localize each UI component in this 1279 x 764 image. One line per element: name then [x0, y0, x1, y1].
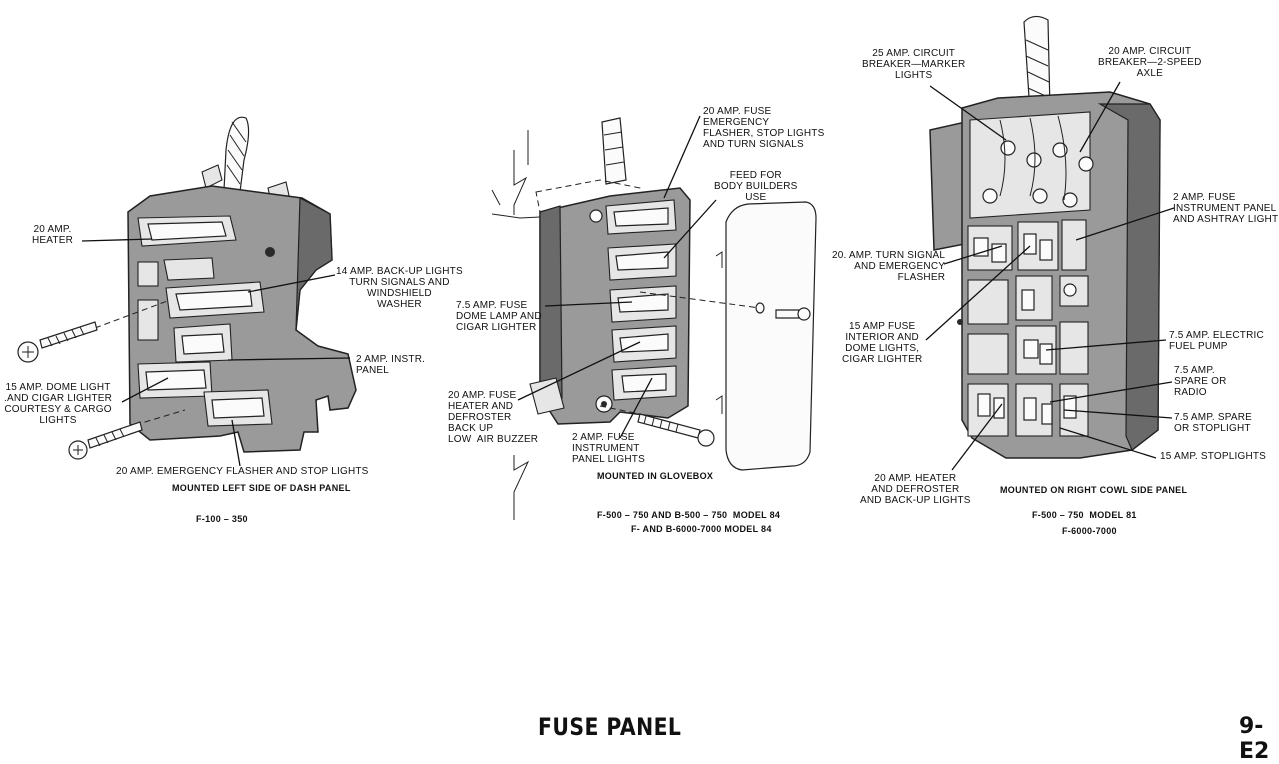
left-leader-lines — [81, 238, 351, 467]
middle-leader-lines — [517, 115, 717, 439]
middle-heater-label: 20 AMP. FUSE HEATER AND DEFROSTER BACK U… — [448, 390, 539, 445]
right-ashtray-label: 2 AMP. FUSE INSTRUMENT PANEL AND ASHTRAY… — [1173, 192, 1279, 225]
left-model-caption: F-100 – 350 — [196, 514, 248, 524]
right-mount-caption: MOUNTED ON RIGHT COWL SIDE PANEL — [1000, 485, 1188, 495]
left-dome-label: 15 AMP. DOME LIGHT .AND CIGAR LIGHTER CO… — [4, 382, 113, 426]
middle-fuse-block — [491, 117, 817, 520]
left-fuse-block — [17, 116, 357, 460]
right-fuel-label: 7.5 AMP. ELECTRIC FUEL PUMP — [1169, 330, 1264, 352]
right-model-caption-2: F-6000-7000 — [1062, 526, 1117, 536]
page-number: 9-E2 — [1239, 714, 1270, 764]
right-spare-stop-label: 7.5 AMP. SPARE OR STOPLIGHT — [1174, 412, 1253, 434]
right-model-caption-1: F-500 – 750 MODEL 81 — [1032, 510, 1137, 520]
middle-instrument-label: 2 AMP. FUSE INSTRUMENT PANEL LIGHTS — [572, 432, 645, 465]
middle-model-caption-2: F- AND B-6000-7000 MODEL 84 — [631, 524, 772, 534]
left-backup-label: 14 AMP. BACK-UP LIGHTS TURN SIGNALS AND … — [336, 266, 463, 310]
diagram-stage: 20 AMP. HEATER 14 AMP. BACK-UP LIGHTS TU… — [4, 15, 1279, 764]
right-fuse-block — [929, 15, 1161, 459]
middle-dome-label: 7.5 AMP. FUSE DOME LAMP AND CIGAR LIGHTE… — [456, 300, 542, 333]
right-axle-label: 20 AMP. CIRCUIT BREAKER—2-SPEED AXLE — [1098, 46, 1202, 79]
left-instr-label: 2 AMP. INSTR. PANEL — [356, 354, 426, 376]
right-leader-lines — [925, 81, 1175, 471]
fuse-panel-illustrations — [17, 15, 1175, 520]
page-title: FUSE PANEL — [538, 713, 682, 741]
middle-mount-caption: MOUNTED IN GLOVEBOX — [597, 471, 714, 481]
middle-emergency-label: 20 AMP. FUSE EMERGENCY FLASHER, STOP LIG… — [703, 106, 825, 150]
middle-feed-label: FEED FOR BODY BUILDERS USE — [714, 170, 798, 203]
left-emergency-label: 20 AMP. EMERGENCY FLASHER AND STOP LIGHT… — [116, 466, 369, 477]
right-heater-label: 20 AMP. HEATER AND DEFROSTER AND BACK-UP… — [860, 473, 971, 506]
right-stoplights-label: 15 AMP. STOPLIGHTS — [1160, 451, 1267, 462]
left-heater-label: 20 AMP. HEATER — [32, 224, 74, 246]
right-turn-label: 20. AMP. TURN SIGNAL AND EMERGENCY FLASH… — [832, 250, 946, 283]
left-mount-caption: MOUNTED LEFT SIDE OF DASH PANEL — [172, 483, 351, 493]
right-interior-label: 15 AMP FUSE INTERIOR AND DOME LIGHTS, CI… — [842, 321, 923, 365]
right-marker-label: 25 AMP. CIRCUIT BREAKER—MARKER LIGHTS — [862, 48, 966, 81]
right-spare-radio-label: 7.5 AMP. SPARE OR RADIO — [1174, 365, 1227, 398]
middle-model-caption-1: F-500 – 750 AND B-500 – 750 MODEL 84 — [597, 510, 781, 520]
